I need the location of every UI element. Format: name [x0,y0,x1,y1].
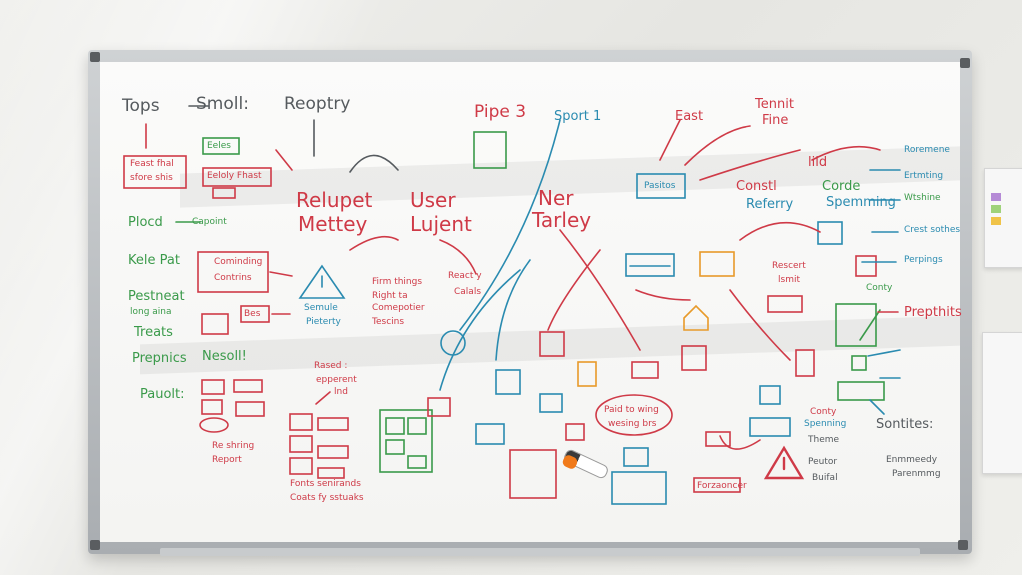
text-enmmeedy: Enmmeedy [886,455,938,465]
frame-corner [90,540,100,550]
text-prepnics: Prepnics [132,351,187,366]
text-pauolt: Pauolt: [140,387,185,402]
text-longaina: long aina [130,307,172,317]
text-relupet: Relupet [296,188,373,212]
text-user: User [410,188,456,212]
text-rescert: Rescert [772,261,806,271]
wall-note [984,168,1022,268]
text-capoint: Capoint [192,217,227,227]
frame-corner [958,540,968,550]
text-tarley: Tarley [532,208,592,232]
text-wesing: wesing brs [608,419,657,429]
text-sport1: Sport 1 [554,109,602,124]
text-mettey: Mettey [298,212,368,236]
marker-tray [160,548,920,556]
text-rased: Rased : [314,361,348,371]
frame-corner [960,58,970,68]
text-fonts: Fonts senirands [290,479,361,489]
text-roremene: Roremene [904,145,950,155]
text-pipe3: Pipe 3 [474,102,527,122]
text-contrins: Contrins [214,273,252,283]
text-wtshine: Wtshine [904,193,941,203]
text-tops: Tops [122,96,160,116]
text-pieterty: Pieterty [306,317,341,327]
text-tennit: Tennit [755,97,794,112]
text-comming: Cominding [214,257,263,267]
text-perpings: Perpings [904,255,943,265]
text-plocd: Plocd [128,215,163,230]
text-spemming: Spemming [826,195,896,210]
wall-note [982,332,1022,474]
text-lild: lild [808,155,828,170]
text-lsmit: lsmit [778,275,800,285]
whiteboard-surface [100,62,960,542]
text-react: React y [448,271,482,281]
color-swatch [991,205,1001,213]
text-calals: Calals [454,287,482,297]
text-ner: Ner [538,186,574,210]
text-fine: Fine [762,113,789,128]
text-reshring: Re shring [212,441,255,451]
text-smoll: Smoll: [196,94,249,114]
color-swatch [991,193,1001,201]
text-ertmting: Ertmting [904,171,944,181]
text-sontites: Sontites: [876,417,934,432]
text-eeles: Eeles [207,141,231,151]
text-buifal: Buifal [812,473,838,483]
text-coats: Coats fy sstuaks [290,493,364,503]
text-tsliaby: Conty [866,283,893,293]
text-feast: Feast fhal [130,159,174,169]
text-prepthits: Prepthits [904,305,962,320]
text-treats: Treats [134,325,173,340]
text-corde: Corde [822,179,861,194]
text-theme: Theme [808,435,840,445]
text-comepotier: Comepotier [372,303,425,313]
text-firm: Firm things [372,277,423,287]
text-lnd: lnd [334,387,348,397]
color-swatch [991,217,1001,225]
text-lujent: Lujent [410,212,472,236]
text-epperent: epperent [316,375,357,385]
text-east: East [675,109,704,124]
text-report: Report [212,455,242,465]
text-paid: Paid to wing [604,405,659,415]
text-conty: Conty [810,407,837,417]
frame-corner [90,52,100,62]
text-referry: Referry [746,197,794,212]
text-semule: Semule [304,303,338,313]
text-eeloly: Eeloly Fhast [207,171,262,181]
text-parenmmg: Parenmmg [892,469,941,479]
text-spenning: Spenning [804,419,847,429]
text-reoptry: Reoptry [284,94,351,114]
text-constl: Constl [736,179,777,194]
text-crest: Crest sothes [904,225,961,235]
text-peutor: Peutor [808,457,838,467]
text-pasitos: Pasitos [644,181,676,191]
text-sfore: sfore shis [130,173,173,183]
text-kele: Kele Pat [128,253,180,268]
text-forzaoncer: Forzaoncer [697,481,747,491]
text-tescins: Tescins [372,317,405,327]
text-neoll: Nesoll! [202,349,247,364]
text-right: Right ta [372,291,408,301]
text-pestneat: Pestneat [128,289,185,304]
text-bes: Bes [244,309,261,319]
